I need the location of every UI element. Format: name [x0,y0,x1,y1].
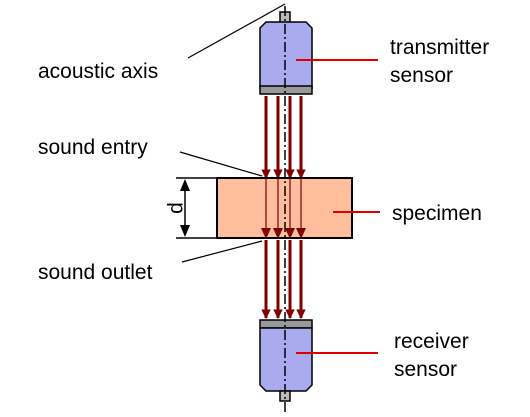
sound-entry-label: sound entry [38,136,148,159]
black-leader-lines [179,3,286,263]
sound-outlet-label: sound outlet [38,261,153,284]
specimen-label: specimen [392,202,482,225]
transmitter-cap [259,85,313,95]
receiver-label-line1: receiver [394,330,469,353]
receiver-label-line2: sensor [394,358,457,381]
outlet-arrowhead [273,228,283,239]
sound-entry-leader [179,151,263,177]
receiver-body [259,327,313,392]
dimension-arrowhead-top [180,179,190,191]
outlet-arrowhead [261,228,271,239]
outlet-arrowhead [296,228,306,239]
transmitter-label-line2: sensor [390,64,453,87]
thickness-label: d [165,202,188,214]
transmitter-body [259,21,313,89]
transmitter-label-line1: transmitter [390,36,489,59]
acoustic-axis-label: acoustic axis [38,60,158,83]
sound-outlet-leader [181,240,263,263]
incident-sound-rays [261,96,306,179]
transmitter-sensor [259,11,313,95]
transmitted-sound-rays [261,240,306,319]
receiver-cap [259,319,313,329]
receiver-sensor [259,319,313,402]
outlet-arrowhead [285,228,295,239]
thickness-dimension [176,177,217,239]
acoustic-axis-leader [187,3,286,59]
dimension-arrowhead-bottom [180,225,190,237]
red-leader-lines [296,59,380,354]
outlet-arrowheads [261,228,306,239]
